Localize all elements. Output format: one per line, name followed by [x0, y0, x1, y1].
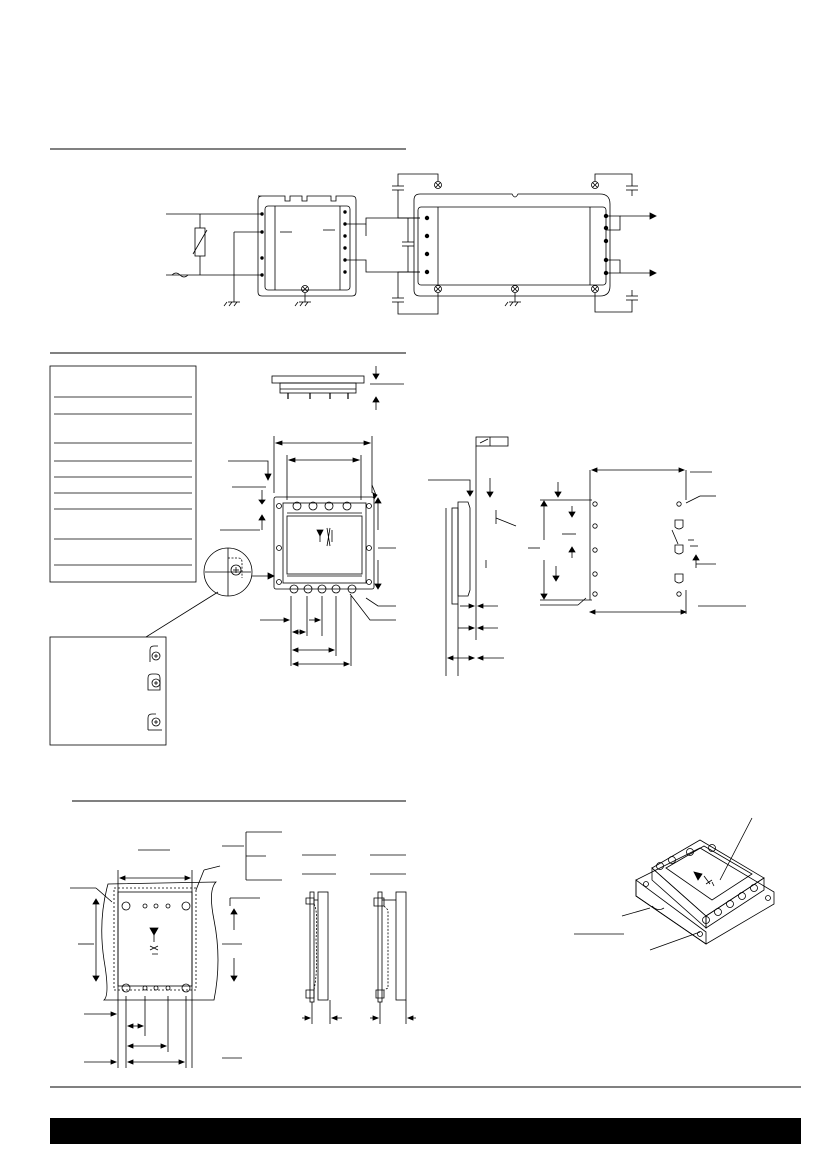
mounting-screw-icon	[591, 181, 599, 189]
output-arrow-icon	[649, 212, 657, 220]
terminal-hole-icon	[121, 901, 191, 993]
dc-dc-pins	[424, 213, 609, 276]
dc-dc-module-outline	[413, 193, 611, 297]
pin-detail-callout	[203, 547, 275, 597]
pin-style-icon	[149, 645, 161, 662]
ground-icon	[504, 301, 521, 307]
module-isometric-view	[574, 817, 775, 951]
pin-style-table	[49, 365, 197, 583]
mounting-screw-icon	[301, 285, 309, 293]
mounting-screw-icon	[434, 285, 442, 293]
output-arrow-icon	[649, 269, 657, 277]
module-side-profile	[271, 366, 404, 410]
mounting-footprint	[528, 467, 746, 615]
pin-style-icon	[147, 713, 162, 731]
section-rules	[50, 148, 801, 1088]
pin-style-icon	[147, 673, 161, 691]
module-side-view	[428, 436, 517, 676]
module-top-view	[220, 436, 396, 667]
schematic-diagram	[166, 173, 657, 315]
ground-icon	[294, 301, 311, 307]
vicor-logo-icon	[693, 871, 715, 887]
ground-icon	[223, 301, 240, 307]
vicor-logo-icon	[316, 527, 333, 547]
mounting-screw-icon	[511, 285, 519, 293]
ac-source-symbol	[171, 272, 189, 278]
corner-screw-icon	[276, 503, 372, 585]
front-end-pins	[260, 210, 347, 277]
side-profile-b	[370, 891, 416, 1024]
mounting-hole-icon	[592, 501, 682, 597]
vicor-logo-icon	[149, 927, 159, 955]
mounting-screw-icon	[434, 181, 442, 189]
side-profile-a	[302, 891, 342, 1024]
flatness-frame	[475, 436, 509, 447]
mounting-options-drawing	[70, 831, 416, 1068]
mounting-screw-icon	[591, 285, 599, 293]
screw-terminal-row	[289, 501, 357, 594]
footer-bar	[50, 1118, 801, 1144]
terminal-post-row	[643, 844, 771, 937]
front-end-module-outline	[257, 195, 357, 297]
pin-detail-legend	[49, 591, 219, 746]
